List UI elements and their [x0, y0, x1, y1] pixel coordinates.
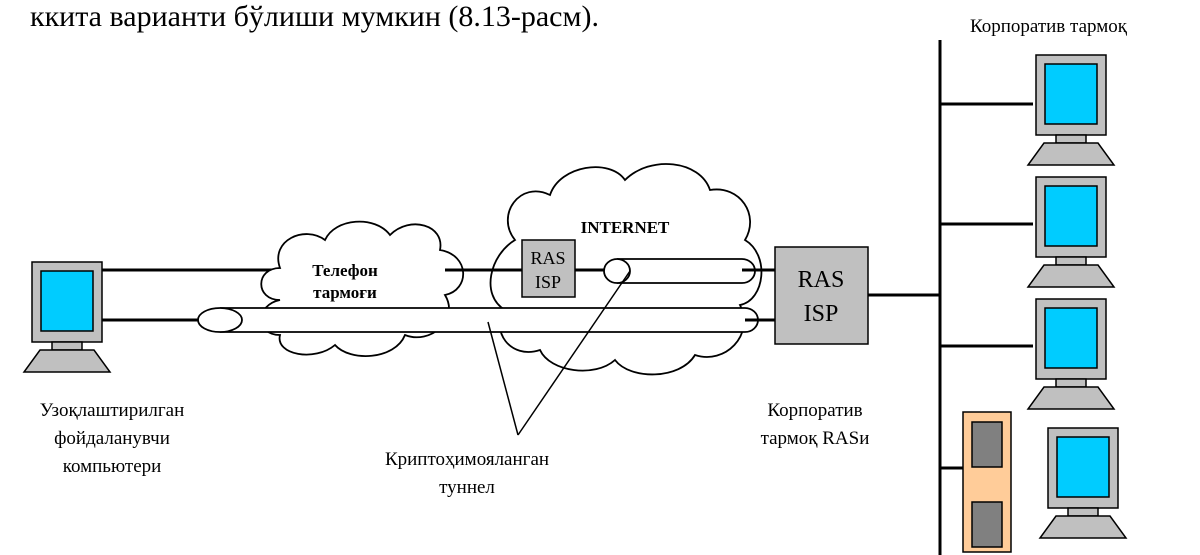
corporate-ras-label-line2: тармоқ RASи	[761, 428, 870, 449]
tunnel-label-line1: Криптоҳимояланган	[385, 449, 549, 470]
server-rack-icon	[962, 411, 1012, 553]
corporate-computer-icon	[1027, 176, 1115, 288]
short-tunnel-icon	[603, 258, 756, 284]
ras-isp-small-box	[521, 239, 576, 298]
tunnel-label-line2: туннел	[439, 477, 495, 498]
corporate-computer-icon	[1039, 427, 1127, 539]
ras-isp-large-box	[774, 246, 869, 345]
remote-computer-icon	[23, 261, 111, 373]
internet-label: INTERNET	[581, 218, 670, 237]
phone-network-label-line1: Телефон	[312, 261, 378, 280]
remote-user-label-line3: компьютери	[63, 456, 162, 477]
ras-isp-large-label-line1: RAS	[798, 267, 845, 293]
ras-isp-small-label-line2: ISP	[535, 272, 561, 292]
corporate-computer-icon	[1027, 54, 1115, 166]
tunnel-pointer-line-2	[517, 270, 631, 436]
ras-isp-small-label-line1: RAS	[530, 248, 565, 268]
tunnel-pointer-line-1	[487, 321, 519, 436]
remote-user-label-line2: фойдаланувчи	[54, 428, 170, 449]
phone-network-label-line2: тармоғи	[313, 283, 377, 302]
remote-user-label-line1: Узоқлаштирилган	[40, 400, 184, 421]
corporate-network-label: Корпоратив тармоқ	[970, 16, 1128, 37]
ras-isp-large-label-line2: ISP	[804, 301, 839, 327]
header-text: ккита варианти бўлиши мумкин (8.13-расм)…	[30, 0, 599, 33]
corporate-computer-icon	[1027, 298, 1115, 410]
long-tunnel-icon	[197, 307, 759, 333]
corporate-ras-label-line1: Корпоратив	[767, 400, 862, 421]
